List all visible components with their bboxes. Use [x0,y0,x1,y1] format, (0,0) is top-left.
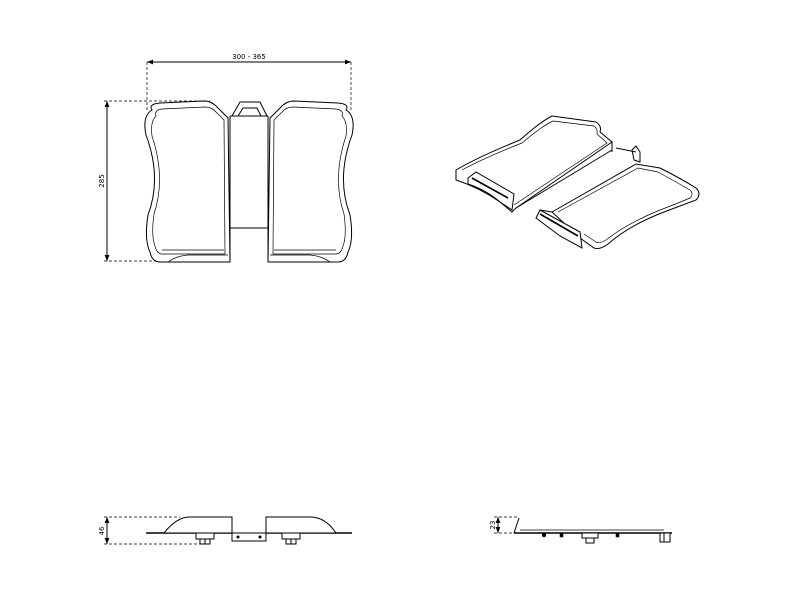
right-pad [267,100,354,263]
side-friction-right [265,516,337,534]
end-features [541,532,671,544]
width-dimension-label: 300 - 365 [232,53,266,61]
top-view: 300 - 365 285 [98,53,354,263]
end-height-dimension-label: 23 [489,521,497,530]
iso-right-pad [535,163,700,249]
side-view: 46 [98,516,352,545]
isometric-view [455,115,700,249]
side-friction-left [162,516,233,534]
side-clip-plate [231,532,267,542]
width-dimension: 300 - 365 [146,53,352,112]
side-height-dimension: 46 [98,516,200,545]
height-dimension: 285 [98,100,210,262]
end-tab [513,517,520,534]
side-lug-right [281,532,301,545]
left-pad [144,100,231,263]
center-clip [230,101,268,229]
side-lug-left [195,532,215,545]
iso-left-pad [455,115,613,213]
side-height-dimension-label: 46 [98,526,106,535]
height-dimension-label: 285 [98,174,106,187]
end-view: 23 [489,516,672,544]
end-height-dimension: 23 [489,516,518,534]
iso-clip [615,145,641,163]
